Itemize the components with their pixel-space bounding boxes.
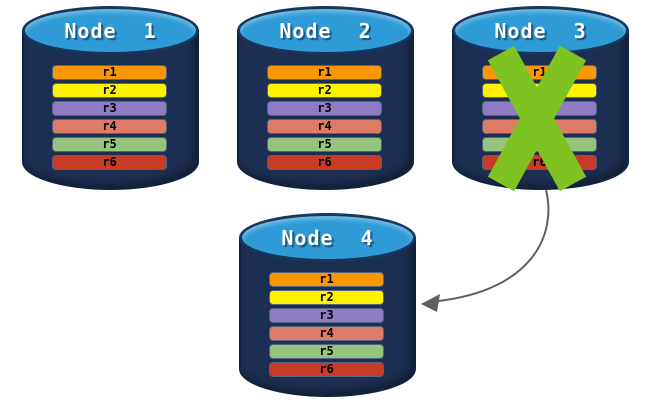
- record-r3: r3: [268, 102, 381, 115]
- node-4-cylinder: Node 4 r1 r2 r3 r4 r5 r6: [239, 212, 416, 397]
- record-r5: r5: [268, 138, 381, 151]
- record-list: r1 r2 r3 r4 r5 r6: [270, 273, 383, 376]
- node-1-cylinder: Node 1 r1 r2 r3 r4 r5 r6: [22, 5, 199, 190]
- record-r4: r4: [270, 327, 383, 340]
- record-r5: r5: [53, 138, 166, 151]
- node-2-cylinder: Node 2 r1 r2 r3 r4 r5 r6: [237, 5, 414, 190]
- record-r1: r1: [270, 273, 383, 286]
- cylinder-top: Node 4: [239, 213, 416, 262]
- record-r2: r2: [268, 84, 381, 97]
- cylinder-top: Node 3: [452, 6, 629, 55]
- failure-x-icon: [487, 45, 587, 192]
- record-r4: r4: [53, 120, 166, 133]
- record-r5: r5: [270, 345, 383, 358]
- record-list: r1 r2 r3 r4 r5 r6: [268, 66, 381, 169]
- record-r1: r1: [53, 66, 166, 79]
- node-label: Node 4: [281, 225, 374, 250]
- cylinder-top: Node 2: [237, 6, 414, 55]
- node-label: Node 2: [279, 18, 372, 43]
- record-r4: r4: [268, 120, 381, 133]
- node-label: Node 1: [64, 18, 157, 43]
- record-r3: r3: [53, 102, 166, 115]
- arrowhead-icon: [421, 294, 440, 312]
- cylinder-top: Node 1: [22, 6, 199, 55]
- record-r2: r2: [270, 291, 383, 304]
- record-r6: r6: [270, 363, 383, 376]
- node-3-cylinder: Node 3 r1 r2 r3 r4 r5 r6: [452, 5, 629, 192]
- record-r3: r3: [270, 309, 383, 322]
- node-label: Node 3: [494, 18, 587, 43]
- record-r2: r2: [53, 84, 166, 97]
- record-r6: r6: [268, 156, 381, 169]
- record-list: r1 r2 r3 r4 r5 r6: [53, 66, 166, 169]
- record-r1: r1: [268, 66, 381, 79]
- record-r6: r6: [53, 156, 166, 169]
